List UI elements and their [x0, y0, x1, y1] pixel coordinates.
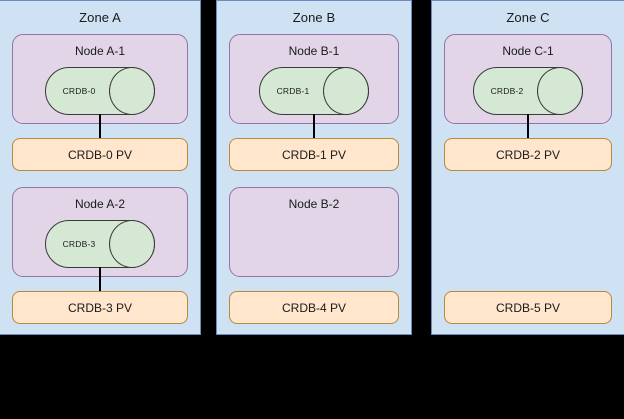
pv-box-crdb-1[interactable]: CRDB-1 PV: [229, 138, 399, 171]
node-box-a-1[interactable]: Node A-1 CRDB-0: [12, 34, 188, 124]
cylinder-cap-icon: [323, 67, 369, 115]
zone-panel-a[interactable]: Zone A Node A-1 CRDB-0 CRDB-0 PV Node A-…: [0, 0, 201, 335]
node-label-b-1: Node B-1: [288, 44, 340, 58]
database-cylinder-crdb-3[interactable]: CRDB-3: [45, 220, 155, 268]
pv-box-crdb-3[interactable]: CRDB-3 PV: [12, 291, 188, 324]
zone-title-b: Zone B: [292, 10, 336, 25]
cylinder-cap-icon: [109, 220, 155, 268]
pv-box-crdb-0[interactable]: CRDB-0 PV: [12, 138, 188, 171]
connector-line-c-1: [527, 114, 529, 139]
node-box-b-2[interactable]: Node B-2: [229, 187, 399, 277]
node-label-b-2: Node B-2: [288, 197, 340, 211]
pod-label-crdb-0: CRDB-0: [62, 86, 96, 96]
node-box-a-2[interactable]: Node A-2 CRDB-3: [12, 187, 188, 277]
zone-title-c: Zone C: [506, 10, 550, 25]
connector-line-b-1: [313, 114, 315, 139]
node-label-a-2: Node A-2: [74, 197, 126, 211]
pod-label-crdb-2: CRDB-2: [490, 86, 524, 96]
pv-box-crdb-4[interactable]: CRDB-4 PV: [229, 291, 399, 324]
node-label-a-1: Node A-1: [74, 44, 126, 58]
connector-line-a-1: [99, 114, 101, 139]
database-cylinder-crdb-0[interactable]: CRDB-0: [45, 67, 155, 115]
cylinder-cap-icon: [537, 67, 583, 115]
pod-label-crdb-3: CRDB-3: [62, 239, 96, 249]
zone-panel-c[interactable]: Zone C Node C-1 CRDB-2 CRDB-2 PV CRDB-5 …: [431, 0, 624, 335]
pv-box-crdb-2[interactable]: CRDB-2 PV: [444, 138, 612, 171]
pod-label-crdb-1: CRDB-1: [276, 86, 310, 96]
node-label-c-1: Node C-1: [502, 44, 554, 58]
zone-title-a: Zone A: [79, 10, 121, 25]
database-cylinder-crdb-1[interactable]: CRDB-1: [259, 67, 369, 115]
cylinder-cap-icon: [109, 67, 155, 115]
zone-panel-b[interactable]: Zone B Node B-1 CRDB-1 CRDB-1 PV Node B-…: [216, 0, 412, 335]
database-cylinder-crdb-2[interactable]: CRDB-2: [473, 67, 583, 115]
connector-line-a-2: [99, 267, 101, 292]
node-box-b-1[interactable]: Node B-1 CRDB-1: [229, 34, 399, 124]
pv-box-crdb-5[interactable]: CRDB-5 PV: [444, 291, 612, 324]
node-box-c-1[interactable]: Node C-1 CRDB-2: [444, 34, 612, 124]
